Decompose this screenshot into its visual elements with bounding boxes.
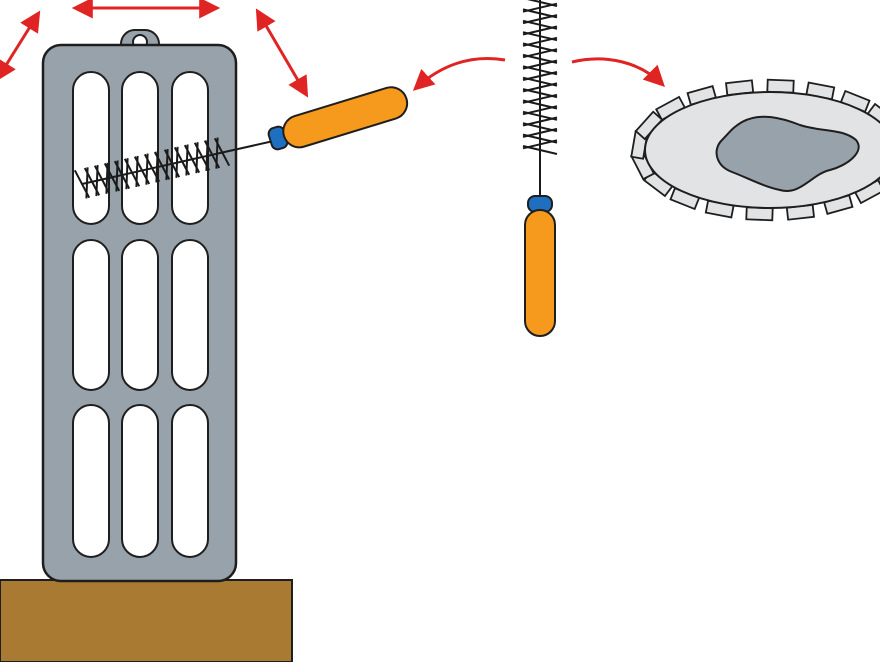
grill-slot xyxy=(121,71,159,225)
bristle xyxy=(213,137,231,167)
grill-slot xyxy=(72,404,110,558)
motion-arrow xyxy=(412,56,506,91)
disk-tooth xyxy=(745,206,774,222)
disk-residue xyxy=(715,115,860,193)
grill-slot xyxy=(121,404,159,558)
brush-shaft xyxy=(81,139,279,185)
grill-slot xyxy=(72,71,110,225)
grill-panel xyxy=(41,29,238,583)
motion-arrow xyxy=(571,57,665,87)
grill-slot xyxy=(171,239,209,391)
brush-bristles xyxy=(73,137,231,199)
grill-slot xyxy=(121,239,159,391)
grill-slot xyxy=(72,239,110,391)
bristle xyxy=(522,145,558,155)
grill-slot xyxy=(171,404,209,558)
motion-arrow xyxy=(255,8,309,98)
brush-handle xyxy=(282,86,409,149)
angled-brush xyxy=(73,86,409,199)
toothed-disk xyxy=(630,78,880,222)
brush-handle xyxy=(524,209,556,337)
disk-tooth xyxy=(766,78,795,94)
motion-arrow xyxy=(0,10,41,82)
motion-arrows xyxy=(0,0,665,98)
wooden-base xyxy=(0,579,293,662)
brush-bristles xyxy=(522,0,558,155)
vertical-brush xyxy=(522,0,558,337)
